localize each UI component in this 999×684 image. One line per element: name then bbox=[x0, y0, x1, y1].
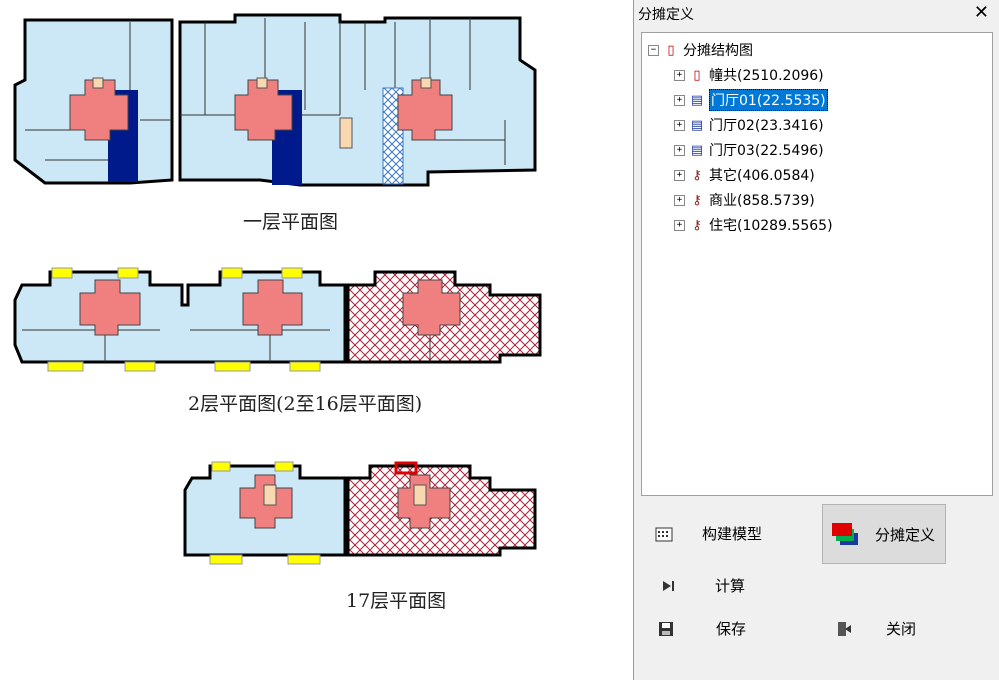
floor-17-plan-label: 17层平面图 bbox=[346, 590, 447, 612]
tree-item-other[interactable]: + ⚷ 其它(406.0584) bbox=[674, 164, 815, 186]
close-label: 关闭 bbox=[886, 620, 917, 638]
floor-1-plan-label: 一层平面图 bbox=[243, 211, 339, 233]
tree-item-label: 门厅02(23.3416) bbox=[709, 118, 824, 134]
tree-item-label: 住宅(10289.5565) bbox=[709, 218, 833, 234]
calculator-icon bbox=[655, 527, 673, 541]
panel-title: 分摊定义 bbox=[638, 7, 694, 23]
collapse-icon[interactable]: − bbox=[648, 44, 659, 56]
save-label: 保存 bbox=[716, 620, 747, 638]
key-icon: ⚷ bbox=[692, 217, 702, 233]
building-icon: ▯ bbox=[693, 67, 701, 83]
floor-1-plan bbox=[13, 13, 537, 187]
door-icon: ▤ bbox=[690, 142, 704, 158]
floor-17-plan bbox=[183, 461, 537, 565]
tree-root[interactable]: − ▯ 分摊结构图 bbox=[648, 39, 753, 61]
close-icon[interactable]: ✕ bbox=[973, 2, 989, 23]
tree-item-label: 幢共(2510.2096) bbox=[709, 68, 824, 84]
key-icon: ⚷ bbox=[692, 192, 702, 208]
calculate-button[interactable]: 计算 bbox=[659, 575, 745, 596]
allocation-panel: 分摊定义 ✕ − ▯ 分摊结构图 + ▯ 幢共(2510.2096) + ▤ 门… bbox=[633, 0, 999, 680]
floor-2-plan-label: 2层平面图(2至16层平面图) bbox=[188, 393, 423, 415]
expand-icon[interactable]: + bbox=[674, 219, 685, 231]
tree-item-label: 门厅03(22.5496) bbox=[709, 143, 824, 159]
build-model-button[interactable]: 构建模型 bbox=[654, 523, 762, 544]
floor-2-plan bbox=[13, 267, 542, 372]
build-model-label: 构建模型 bbox=[702, 525, 763, 543]
door-icon: ▤ bbox=[690, 117, 704, 133]
tree-item-commercial[interactable]: + ⚷ 商业(858.5739) bbox=[674, 189, 815, 211]
close-button[interactable]: 关闭 bbox=[834, 618, 916, 639]
save-button[interactable]: 保存 bbox=[656, 618, 746, 639]
tree-item-shared[interactable]: + ▯ 幢共(2510.2096) bbox=[674, 64, 824, 86]
tree-item-label: 门厅01(22.5535) bbox=[709, 89, 828, 111]
tree-item-residential[interactable]: + ⚷ 住宅(10289.5565) bbox=[674, 214, 833, 236]
allocation-tree[interactable]: − ▯ 分摊结构图 + ▯ 幢共(2510.2096) + ▤ 门厅01(22.… bbox=[641, 32, 993, 496]
tree-item-label: 其它(406.0584) bbox=[709, 168, 815, 184]
floor-plans-drawing bbox=[13, 13, 542, 565]
expand-icon[interactable]: + bbox=[674, 194, 685, 206]
expand-icon[interactable]: + bbox=[674, 119, 685, 131]
drawing-canvas[interactable]: 一层平面图 2层平面图(2至16层平面图) 17层平面图 bbox=[0, 0, 633, 680]
tree-item-lobby-02[interactable]: + ▤ 门厅02(23.3416) bbox=[674, 114, 824, 136]
tree-item-label: 商业(858.5739) bbox=[709, 193, 815, 209]
define-allocation-label: 分摊定义 bbox=[875, 525, 936, 544]
exit-icon bbox=[838, 621, 851, 636]
expand-icon[interactable]: + bbox=[674, 144, 685, 156]
tree-root-label: 分摊结构图 bbox=[683, 43, 753, 59]
save-icon bbox=[659, 621, 673, 636]
layers-icon bbox=[832, 523, 858, 545]
tree-item-lobby-01[interactable]: + ▤ 门厅01(22.5535) bbox=[674, 89, 828, 111]
step-forward-icon bbox=[663, 580, 674, 591]
key-icon: ⚷ bbox=[692, 167, 702, 183]
expand-icon[interactable]: + bbox=[674, 169, 685, 181]
door-icon: ▤ bbox=[690, 92, 704, 108]
calculate-label: 计算 bbox=[715, 577, 746, 595]
expand-icon[interactable]: + bbox=[674, 69, 685, 81]
tree-item-lobby-03[interactable]: + ▤ 门厅03(22.5496) bbox=[674, 139, 824, 161]
define-allocation-button[interactable]: 分摊定义 bbox=[822, 504, 946, 564]
expand-icon[interactable]: + bbox=[674, 94, 685, 106]
building-icon: ▯ bbox=[667, 42, 675, 58]
